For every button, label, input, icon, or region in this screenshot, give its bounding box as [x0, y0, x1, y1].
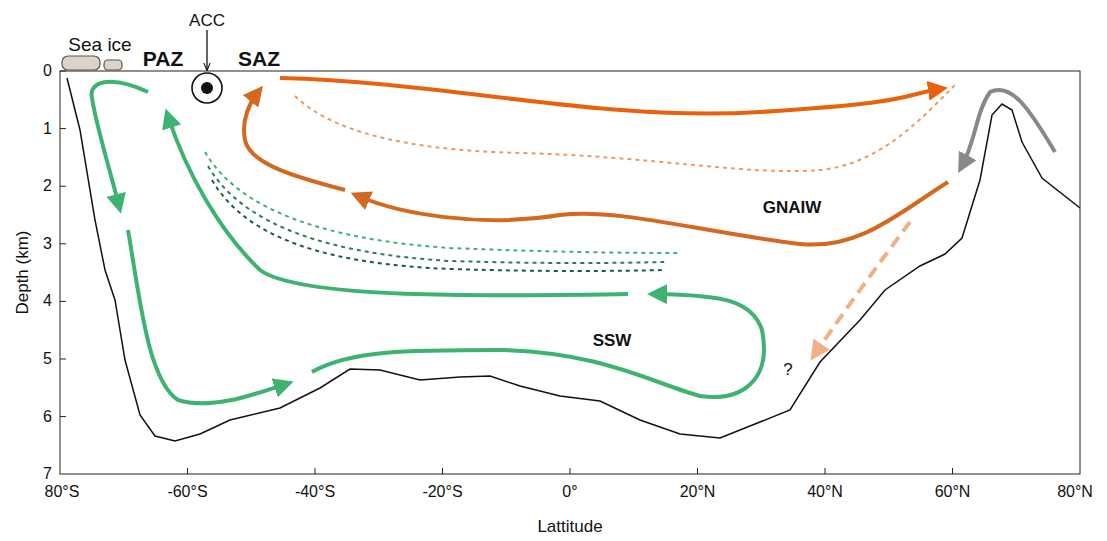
axis-title: Depth (km) [14, 230, 31, 314]
axis-tick-label: 80°S [45, 484, 80, 500]
water-mass-label: GNAIW [763, 199, 822, 216]
axis-tick-label: 20°N [680, 484, 716, 500]
region-label: Sea ice [68, 35, 131, 54]
axis-tick-label: 5 [43, 351, 52, 367]
axis-tick-label: 0° [562, 484, 577, 500]
axis-tick-label: 0 [43, 63, 52, 79]
axis-tick-label: 1 [43, 121, 52, 137]
axis-tick-label: 40°N [807, 484, 843, 500]
water-mass-label: SSW [593, 332, 632, 349]
axis-tick-label: -20°S [422, 484, 462, 500]
axis-tick-label: 7 [43, 466, 52, 482]
zone-label: PAZ [143, 48, 183, 69]
axis-tick-label: 60°N [935, 484, 971, 500]
axis-tick-label: 3 [43, 236, 52, 252]
axis-tick-label: -60°S [167, 484, 207, 500]
current-label: ACC [189, 12, 225, 29]
question-mark: ? [783, 361, 792, 378]
axis-tick-label: -40°S [295, 484, 335, 500]
axis-tick-label: 2 [43, 178, 52, 194]
axis-title: Lattitude [537, 518, 602, 535]
axis-tick-label: 4 [43, 293, 52, 309]
axis-tick-label: 6 [43, 409, 52, 425]
axis-tick-label: 80°N [1057, 484, 1093, 500]
zone-label: SAZ [238, 48, 280, 69]
